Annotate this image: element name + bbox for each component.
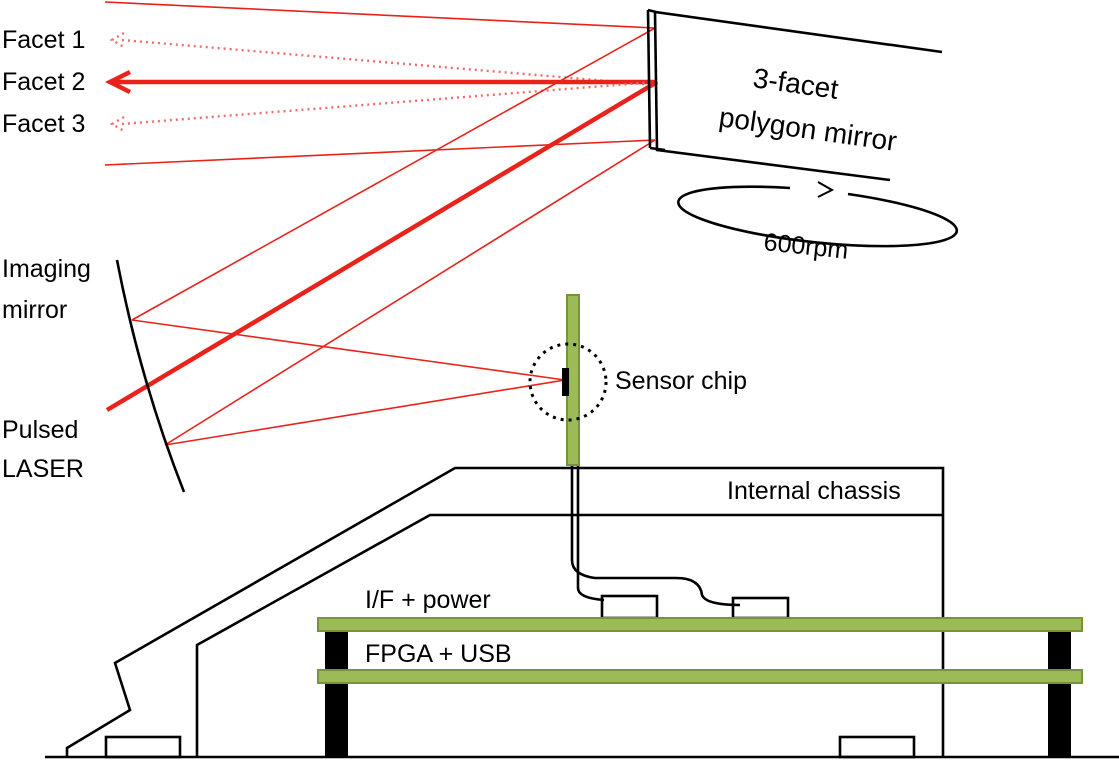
- internal-chassis: [45, 466, 1119, 759]
- sensor-chip: [562, 368, 569, 396]
- imaging-mirror-label-line2: mirror: [2, 296, 67, 324]
- beam-facet-3: [121, 80, 656, 126]
- beam-to-imaging-bottom: [164, 139, 656, 446]
- rotation-indicator: [677, 181, 959, 248]
- facet-2-label: Facet 2: [2, 68, 85, 96]
- post-right-lower: [1048, 681, 1071, 757]
- arrow-facet-1-icon: [109, 31, 125, 49]
- post-right-upper: [1048, 630, 1071, 675]
- post-left-upper: [325, 630, 348, 675]
- arrow-facet-2-icon: [104, 69, 132, 95]
- polygon-mirror: [646, 8, 943, 182]
- rotation-arrow-icon: [817, 181, 835, 198]
- beam-to-sensor-bottom: [164, 379, 566, 446]
- facet-1-label: Facet 1: [2, 26, 85, 54]
- beam-bottom-edge: [104, 139, 656, 166]
- foot-right: [838, 735, 916, 759]
- connector-right: [731, 596, 790, 620]
- imaging-mirror-label-line1: Imaging: [2, 255, 91, 283]
- beam-top-edge: [104, 1, 656, 29]
- polygon-mirror-label-line2: polygon mirror: [717, 101, 899, 157]
- if-power-label: I/F + power: [365, 586, 491, 614]
- sensor-chip-label: Sensor chip: [615, 367, 747, 395]
- beam-to-sensor-top: [131, 319, 566, 381]
- connector-left: [600, 594, 659, 620]
- pulsed-laser-label-line1: Pulsed: [2, 416, 78, 444]
- sensor-highlight-circle: [528, 342, 608, 422]
- laser-beams: [104, 1, 659, 446]
- foot-left: [104, 735, 182, 759]
- arrow-facet-3-icon: [109, 115, 125, 133]
- fpga-usb-board: [317, 669, 1083, 684]
- facet-3-label: Facet 3: [2, 110, 85, 138]
- if-power-board: [317, 617, 1083, 632]
- speed-label: 600rpm: [762, 228, 849, 265]
- pulsed-laser-label-line2: LASER: [2, 455, 84, 483]
- cables: [570, 466, 741, 607]
- imaging-mirror: [115, 259, 186, 493]
- fpga-usb-label: FPGA + USB: [365, 640, 512, 668]
- polygon-mirror-label-line1: 3-facet: [751, 62, 840, 105]
- internal-chassis-label: Internal chassis: [727, 477, 901, 505]
- post-left-lower: [325, 681, 348, 757]
- beam-to-imaging-top: [131, 27, 656, 321]
- beam-pulsed-laser: [105, 80, 659, 412]
- beam-facet-1: [121, 38, 656, 87]
